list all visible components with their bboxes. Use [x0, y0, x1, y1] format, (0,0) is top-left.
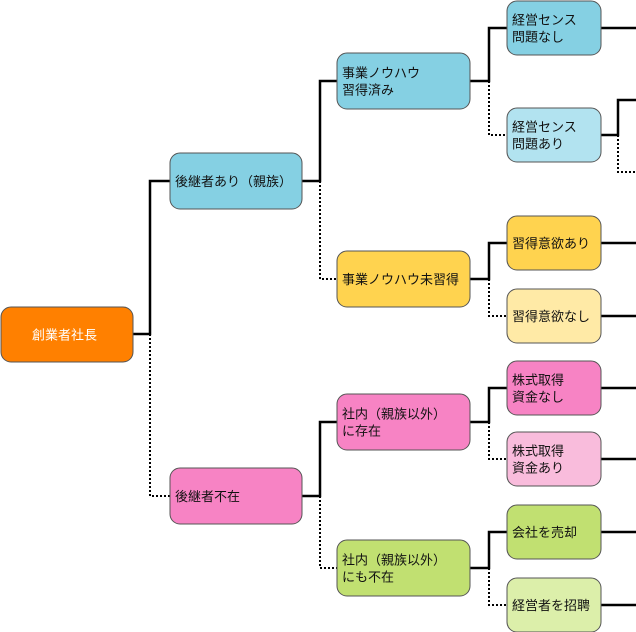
- node-label-line: 株式取得: [512, 444, 564, 460]
- node-label-line: 資金なし: [512, 390, 564, 406]
- node-internal-none-box: [336, 539, 471, 597]
- edge-family-knowhow-done: [302, 79, 337, 183]
- node-funds-no-box: [506, 360, 602, 416]
- node-will-yes: 習得意欲あり: [506, 215, 602, 271]
- edge-knowhow-sense-ok: [470, 26, 507, 83]
- node-successor-family: 後継者あり（親族）: [169, 152, 303, 210]
- node-internal-exists-box: [336, 393, 471, 451]
- node-label-line: 後継者あり（親族）: [175, 174, 292, 190]
- node-label-line: 習得意欲なし: [512, 309, 590, 325]
- node-label-line: 経営者を招聘: [512, 599, 590, 614]
- edge-root-none: [149, 334, 170, 497]
- node-label-line: 創業者社長: [32, 328, 97, 344]
- node-label-line: 株式取得: [512, 373, 564, 389]
- node-sense-issue-box: [506, 107, 602, 163]
- node-label-line: 習得済み: [342, 83, 394, 99]
- node-successor-family-box: [169, 152, 303, 210]
- node-successor-none-box: [169, 467, 303, 525]
- node-knowhow-not-acquired-box: [336, 250, 471, 308]
- node-label-line: に存在: [342, 425, 381, 440]
- edge-internal-sell: [470, 530, 507, 570]
- nodes: 創業者社長 後継者あり（親族） 後継者不在 事業ノウハウ習得済み 事業ノウハウ未…: [0, 0, 602, 632]
- edge-family-knowhow-not: [319, 181, 337, 280]
- node-knowhow-acquired-label: 事業ノウハウ習得済み: [342, 66, 420, 99]
- edge-knowhow-will-yes: [470, 241, 507, 281]
- node-root: 創業者社長: [0, 306, 134, 363]
- edge-root-family: [133, 179, 170, 336]
- node-internal-exists-label: 社内（親族以外） に存在: [342, 407, 446, 440]
- edge-internal-funds-no: [470, 386, 507, 424]
- edge-stub-sense-issue: [601, 98, 636, 137]
- edge-internal-funds-yes: [488, 422, 507, 460]
- node-label-line: 後継者不在: [175, 490, 240, 505]
- node-sense-issue-label: 経営センス問題あり: [512, 121, 577, 153]
- node-hire-manager-label: 経営者を招聘: [512, 599, 590, 614]
- edge-none-internal-none: [319, 496, 337, 569]
- node-sense-issue: 経営センス問題あり: [506, 107, 602, 163]
- node-hire-manager: 経営者を招聘: [506, 577, 602, 632]
- node-funds-yes: 株式取得資金あり: [506, 431, 602, 487]
- node-successor-none: 後継者不在: [169, 467, 303, 525]
- node-knowhow-not-acquired-label: 事業ノウハウ未習得: [342, 272, 459, 288]
- node-internal-exists: 社内（親族以外） に存在: [336, 393, 471, 451]
- node-label-line: 会社を売却: [512, 525, 577, 541]
- edges: [133, 26, 636, 607]
- edge-knowhow-sense-issue: [488, 81, 507, 136]
- node-sell-company-box: [506, 504, 602, 560]
- node-label-line: 事業ノウハウ: [342, 66, 420, 82]
- node-funds-yes-label: 株式取得資金あり: [512, 444, 564, 477]
- node-will-yes-label: 習得意欲あり: [512, 236, 590, 252]
- node-funds-yes-box: [506, 431, 602, 487]
- node-knowhow-not-acquired: 事業ノウハウ未習得: [336, 250, 471, 308]
- node-label-line: 経営センス: [512, 14, 577, 29]
- node-sense-ok-label: 経営センス問題なし: [512, 14, 577, 46]
- node-internal-none: 社内（親族以外） にも不在: [336, 539, 471, 597]
- node-successor-none-label: 後継者不在: [175, 490, 240, 505]
- node-root-label: 創業者社長: [32, 328, 97, 344]
- node-label-line: 社内（親族以外）: [342, 553, 446, 569]
- node-sell-company: 会社を売却: [506, 504, 602, 560]
- edge-none-internal-exists: [302, 420, 337, 498]
- node-label-line: 社内（親族以外）: [342, 407, 446, 423]
- node-knowhow-acquired-box: [336, 52, 471, 110]
- node-label-line: にも不在: [342, 571, 394, 586]
- edge-knowhow-will-no: [488, 279, 507, 317]
- node-label-line: 問題あり: [512, 138, 564, 153]
- node-knowhow-acquired: 事業ノウハウ習得済み: [336, 52, 471, 110]
- node-will-no: 習得意欲なし: [506, 288, 602, 344]
- node-hire-manager-box: [506, 577, 602, 632]
- node-root-box: [0, 306, 134, 363]
- node-sense-ok: 経営センス問題なし: [506, 0, 602, 56]
- node-will-no-box: [506, 288, 602, 344]
- node-successor-family-label: 後継者あり（親族）: [175, 174, 292, 190]
- node-funds-no-label: 株式取得資金なし: [512, 373, 564, 406]
- node-funds-no: 株式取得資金なし: [506, 360, 602, 416]
- node-label-line: 習得意欲あり: [512, 236, 590, 252]
- node-label-line: 資金あり: [512, 461, 564, 477]
- node-will-yes-box: [506, 215, 602, 271]
- edge-internal-hire: [488, 568, 507, 606]
- node-label-line: 経営センス: [512, 121, 577, 136]
- node-sell-company-label: 会社を売却: [512, 525, 577, 541]
- node-sense-ok-box: [506, 0, 602, 56]
- node-label-line: 問題なし: [512, 31, 564, 46]
- node-label-line: 事業ノウハウ未習得: [342, 272, 459, 288]
- edge-stub-sense-issue-dotted: [617, 135, 636, 173]
- node-will-no-label: 習得意欲なし: [512, 309, 590, 325]
- node-internal-none-label: 社内（親族以外） にも不在: [342, 553, 446, 586]
